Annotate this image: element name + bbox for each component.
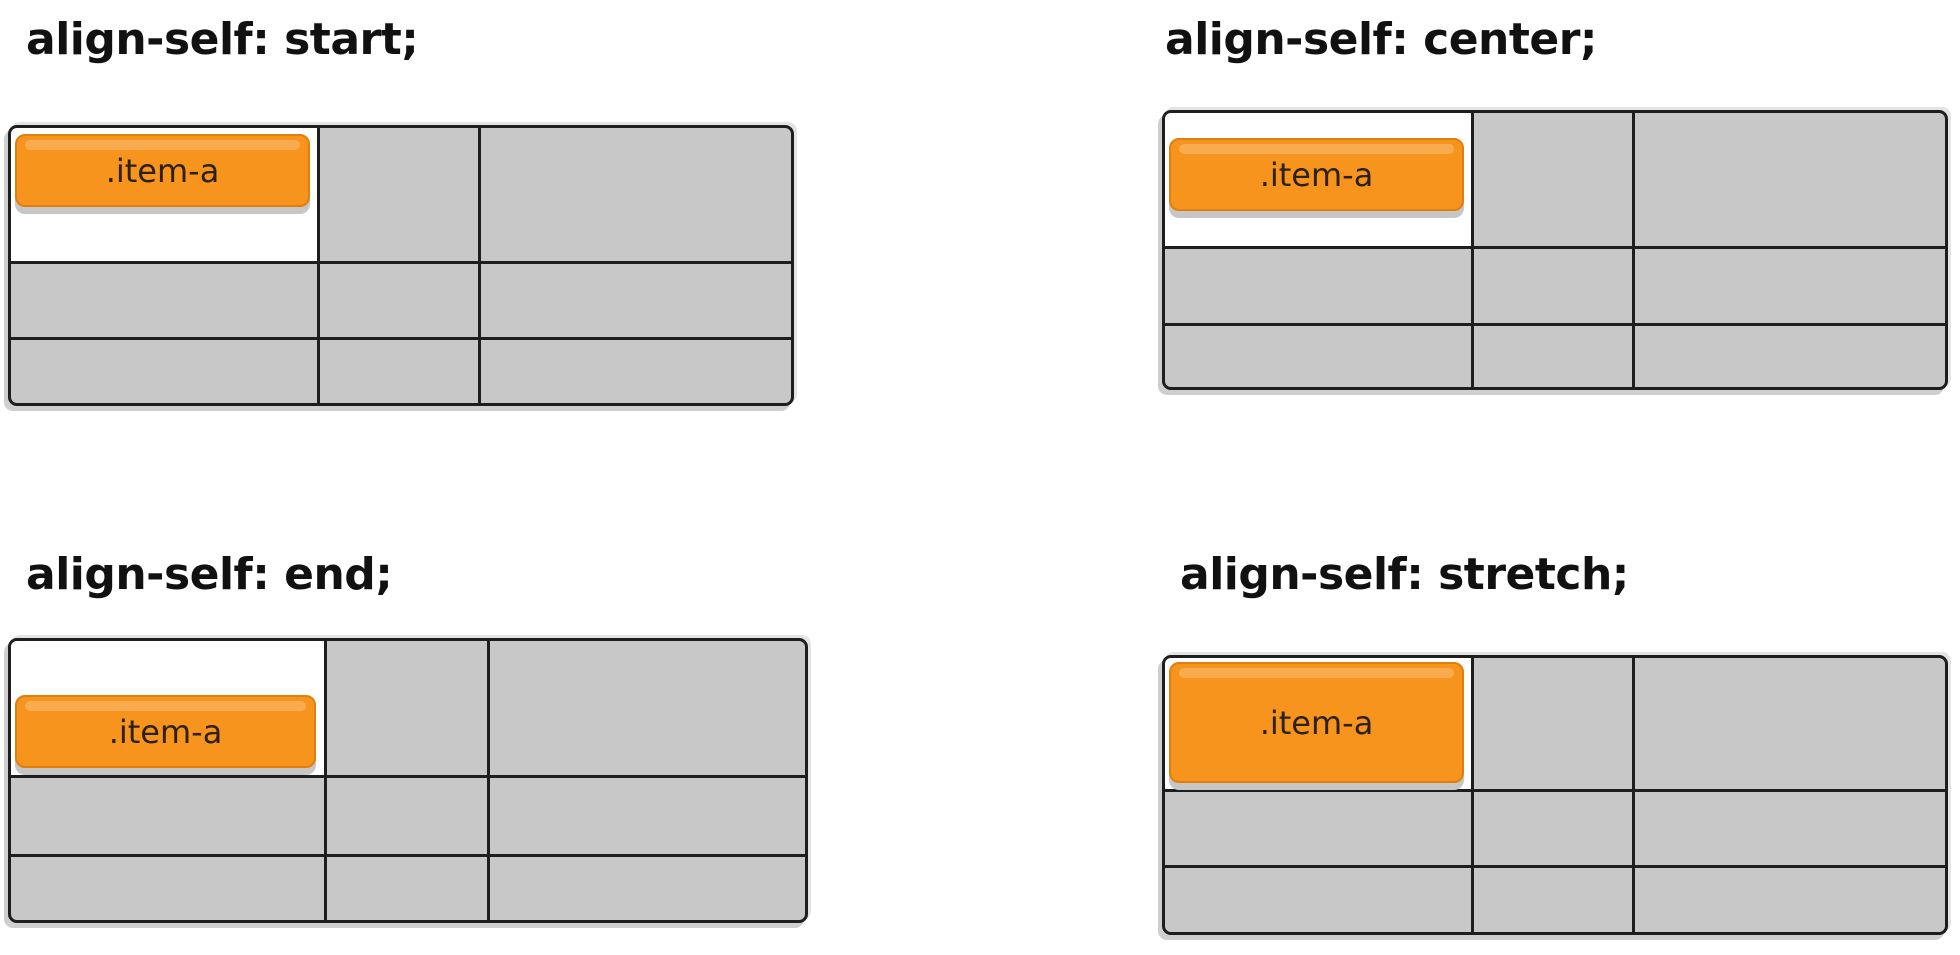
grid-row-line [1165, 246, 1945, 249]
grid-item-a: .item-a [1169, 138, 1464, 211]
item-label: .item-a [1259, 155, 1374, 194]
grid-column-line [324, 641, 327, 920]
panel-title: align-self: center; [1165, 14, 1598, 65]
grid-column-line [1632, 658, 1635, 932]
panel-title: align-self: end; [26, 549, 393, 600]
grid-row-line [11, 261, 791, 264]
grid-column-line [1471, 658, 1474, 932]
grid-row-line [1165, 789, 1945, 792]
grid-row-line [1165, 865, 1945, 868]
grid-column-line [1471, 113, 1474, 387]
grid-column-line [487, 641, 490, 920]
panel-title: align-self: stretch; [1180, 549, 1629, 600]
grid-item-a: .item-a [15, 695, 316, 768]
grid-container: .item-a [1162, 110, 1948, 390]
item-label: .item-a [1259, 703, 1374, 742]
grid-item-a: .item-a [1169, 662, 1464, 783]
grid-row-line [11, 337, 791, 340]
grid-row-line [11, 775, 805, 778]
grid-column-line [478, 128, 481, 403]
grid-container: .item-a [1162, 655, 1948, 935]
grid-row-line [11, 854, 805, 857]
grid-container: .item-a [8, 638, 808, 923]
grid-item-a: .item-a [15, 134, 310, 207]
panel-title: align-self: start; [26, 14, 419, 65]
grid-row-line [1165, 323, 1945, 326]
grid-column-line [1632, 113, 1635, 387]
item-label: .item-a [108, 712, 223, 751]
item-label: .item-a [105, 151, 220, 190]
grid-container: .item-a [8, 125, 794, 406]
grid-column-line [317, 128, 320, 403]
